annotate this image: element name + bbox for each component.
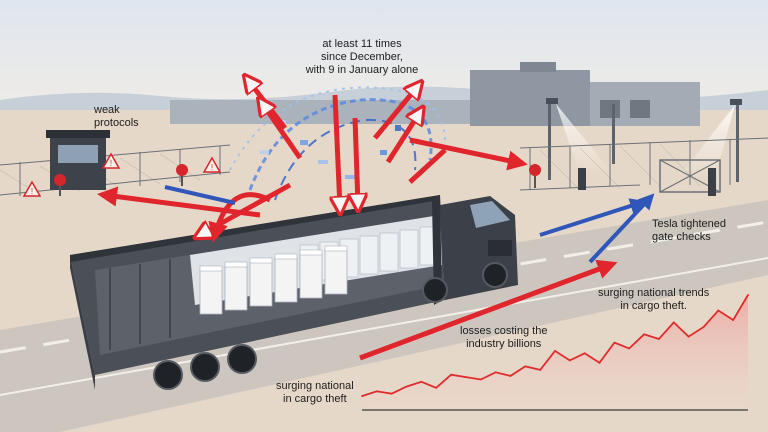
chart-point bbox=[598, 361, 601, 364]
svg-text:!: ! bbox=[211, 163, 213, 172]
chart-point bbox=[658, 338, 660, 340]
battery-pack bbox=[299, 253, 323, 299]
battery-pack-top bbox=[324, 245, 348, 252]
stop-sign-icon bbox=[54, 164, 541, 196]
road-marking bbox=[0, 220, 768, 354]
losses-label: losses costing the industry billions bbox=[460, 325, 548, 350]
chart-point bbox=[747, 294, 749, 296]
chart-point bbox=[568, 359, 571, 362]
battery-pack-top bbox=[199, 265, 223, 272]
chart-point bbox=[479, 378, 482, 381]
chart-point bbox=[717, 309, 720, 312]
security-gate bbox=[578, 159, 721, 196]
warning-sign-icon: ! ! ! bbox=[22, 152, 222, 197]
trends-bottom-label: surging national in cargo theft bbox=[276, 380, 354, 405]
chart-point bbox=[613, 341, 616, 344]
chart-point bbox=[732, 319, 735, 321]
chart-point bbox=[375, 390, 378, 393]
battery-pack-back bbox=[399, 229, 419, 269]
chart-point bbox=[390, 392, 393, 395]
chart-point bbox=[509, 375, 512, 377]
gate-checks-label: Tesla tightened gate checks bbox=[652, 218, 726, 243]
factory-building bbox=[170, 62, 700, 126]
chart-point bbox=[643, 333, 645, 336]
chart-point bbox=[450, 373, 452, 376]
chart-point bbox=[687, 335, 690, 338]
chart-point bbox=[494, 371, 497, 374]
chart-point bbox=[539, 369, 542, 371]
chart-point bbox=[702, 326, 705, 328]
incident-count-label: at least 11 times since December, with 9… bbox=[305, 38, 419, 76]
cargo-theft-chart bbox=[361, 294, 749, 411]
battery-pack-top bbox=[299, 249, 323, 256]
battery-pack-back bbox=[359, 235, 379, 275]
chart-point bbox=[583, 352, 586, 355]
battery-pack bbox=[224, 265, 248, 311]
battery-packs bbox=[199, 226, 439, 315]
battery-pack-top bbox=[249, 257, 273, 264]
svg-text:!: ! bbox=[31, 187, 33, 196]
chart-point bbox=[361, 395, 363, 397]
chart-point bbox=[628, 347, 631, 350]
chart-point bbox=[524, 365, 527, 368]
chart-point bbox=[405, 385, 408, 388]
battery-pack-back bbox=[379, 232, 399, 272]
battery-pack bbox=[249, 261, 273, 307]
battery-pack bbox=[199, 269, 223, 315]
battery-pack-top bbox=[274, 253, 298, 260]
chart-point bbox=[420, 380, 423, 383]
battery-pack-top bbox=[224, 261, 248, 268]
chart-point bbox=[672, 321, 675, 324]
truck-wheels bbox=[153, 262, 508, 390]
battery-pack bbox=[274, 257, 298, 303]
weak-protocols-label: weak protocols bbox=[94, 104, 139, 129]
road-edge bbox=[0, 257, 768, 396]
chart-point bbox=[465, 376, 467, 378]
chart-point bbox=[435, 386, 438, 389]
blue-arrows bbox=[164, 185, 655, 264]
chart-point bbox=[554, 350, 556, 352]
trends-top-label: surging national trends in cargo theft. bbox=[598, 287, 710, 312]
svg-text:!: ! bbox=[110, 159, 112, 168]
red-arrows bbox=[97, 80, 618, 361]
battery-pack bbox=[324, 249, 348, 295]
